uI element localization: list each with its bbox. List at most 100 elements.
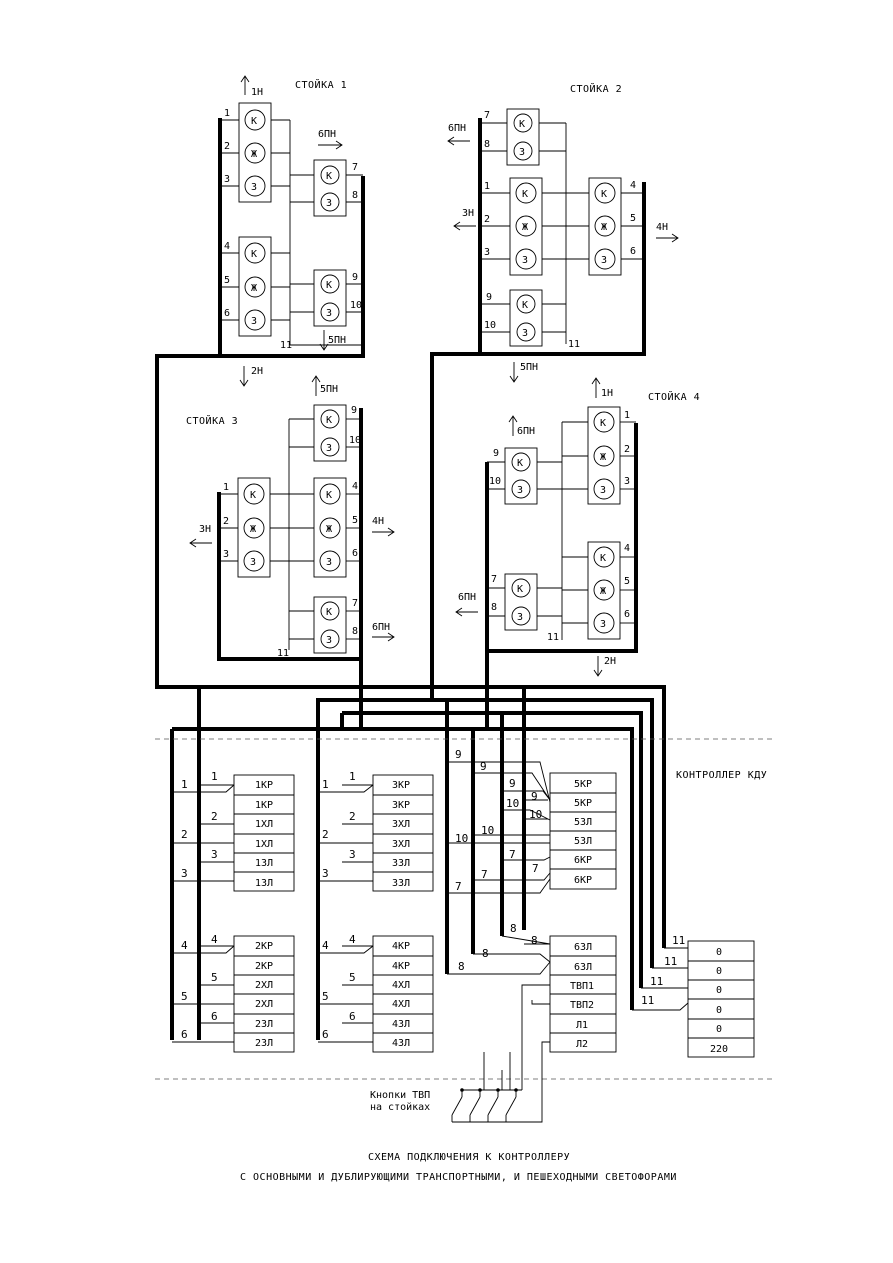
stoyka-4: СТОЙКА 4 1Н 6ПН К З 9 10 К Ж З 1 2 3 xyxy=(455,377,700,677)
svg-text:8: 8 xyxy=(491,602,497,613)
svg-text:6ПН: 6ПН xyxy=(458,592,476,603)
svg-text:11: 11 xyxy=(641,994,654,1007)
svg-text:8: 8 xyxy=(482,947,489,960)
dir-2n-label: 2Н xyxy=(251,366,263,377)
svg-text:Ж: Ж xyxy=(601,222,607,233)
svg-text:1: 1 xyxy=(211,770,218,783)
svg-text:10: 10 xyxy=(529,808,542,821)
svg-text:6ЗЛ: 6ЗЛ xyxy=(574,962,592,973)
controller-label: КОНТРОЛЛЕР КДУ xyxy=(676,770,767,781)
svg-text:4: 4 xyxy=(352,481,358,492)
svg-text:11: 11 xyxy=(650,975,663,988)
svg-text:З: З xyxy=(600,619,606,630)
svg-text:6ПН: 6ПН xyxy=(448,123,466,134)
caption-line-1: СХЕМА ПОДКЛЮЧЕНИЯ К КОНТРОЛЛЕРУ xyxy=(368,1152,570,1163)
svg-text:3: 3 xyxy=(624,476,630,487)
stoyka-4-title: СТОЙКА 4 xyxy=(648,390,700,403)
svg-text:Ж: Ж xyxy=(251,283,257,294)
svg-text:2: 2 xyxy=(223,516,229,527)
trunk-cables xyxy=(155,352,666,1040)
svg-text:10: 10 xyxy=(506,797,519,810)
svg-text:4Н: 4Н xyxy=(372,516,384,527)
svg-text:К: К xyxy=(251,249,257,260)
stoyka-3: СТОЙКА 3 5ПН К З 9 10 К Ж З 1 2 3 3Н xyxy=(186,375,395,661)
svg-text:4: 4 xyxy=(211,933,218,946)
svg-text:11: 11 xyxy=(672,934,685,947)
svg-text:2ХЛ: 2ХЛ xyxy=(255,999,273,1010)
svg-text:2ЗЛ: 2ЗЛ xyxy=(255,1019,273,1030)
svg-text:4: 4 xyxy=(181,939,188,952)
svg-text:9: 9 xyxy=(480,760,487,773)
svg-text:5: 5 xyxy=(224,275,230,286)
svg-text:на стойках: на стойках xyxy=(370,1101,430,1113)
svg-text:З: З xyxy=(326,635,332,646)
svg-text:З: З xyxy=(326,198,332,209)
svg-text:1: 1 xyxy=(181,778,188,791)
svg-text:З: З xyxy=(326,443,332,454)
svg-text:3: 3 xyxy=(484,247,490,258)
svg-text:8: 8 xyxy=(531,934,538,947)
svg-text:З: З xyxy=(251,316,257,327)
svg-text:3: 3 xyxy=(181,867,188,880)
svg-text:1: 1 xyxy=(223,482,229,493)
svg-text:4ХЛ: 4ХЛ xyxy=(392,999,410,1010)
svg-text:0: 0 xyxy=(716,985,722,996)
svg-text:8: 8 xyxy=(484,139,490,150)
svg-text:8: 8 xyxy=(352,190,358,201)
svg-text:З: З xyxy=(251,182,257,193)
svg-text:9: 9 xyxy=(509,777,516,790)
svg-text:Ж: Ж xyxy=(600,586,606,597)
svg-text:Ж: Ж xyxy=(251,149,257,160)
dir-1n-label: 1Н xyxy=(251,87,263,98)
svg-text:2: 2 xyxy=(349,810,356,823)
svg-text:10: 10 xyxy=(484,320,496,331)
svg-text:К: К xyxy=(326,280,332,291)
svg-text:6: 6 xyxy=(630,246,636,257)
svg-text:11: 11 xyxy=(280,340,292,351)
svg-text:3ХЛ: 3ХЛ xyxy=(392,819,410,830)
svg-text:2: 2 xyxy=(181,828,188,841)
svg-text:К: К xyxy=(600,553,606,564)
svg-text:2ЗЛ: 2ЗЛ xyxy=(255,1038,273,1049)
dir-6pn-label: 6ПН xyxy=(318,129,336,140)
svg-text:7: 7 xyxy=(455,880,462,893)
svg-text:К: К xyxy=(519,119,525,130)
svg-text:Ж: Ж xyxy=(600,452,606,463)
svg-text:10: 10 xyxy=(349,435,361,446)
svg-text:8: 8 xyxy=(510,922,517,935)
svg-text:3: 3 xyxy=(224,174,230,185)
svg-text:4: 4 xyxy=(322,939,329,952)
svg-text:К: К xyxy=(522,189,528,200)
svg-text:1: 1 xyxy=(624,410,630,421)
svg-text:4ЗЛ: 4ЗЛ xyxy=(392,1038,410,1049)
svg-text:7: 7 xyxy=(491,574,497,585)
svg-text:З: З xyxy=(517,612,523,623)
svg-text:5КР: 5КР xyxy=(574,798,592,809)
svg-text:6: 6 xyxy=(624,609,630,620)
svg-text:9: 9 xyxy=(486,292,492,303)
svg-text:З: З xyxy=(519,147,525,158)
svg-text:К: К xyxy=(600,418,606,429)
svg-text:6КР: 6КР xyxy=(574,855,592,866)
svg-text:11: 11 xyxy=(277,648,289,659)
svg-text:5: 5 xyxy=(624,576,630,587)
svg-text:2: 2 xyxy=(224,141,230,152)
svg-text:5ПН: 5ПН xyxy=(320,384,338,395)
svg-text:К: К xyxy=(601,189,607,200)
svg-text:1КР: 1КР xyxy=(255,800,273,811)
svg-text:0: 0 xyxy=(716,1024,722,1035)
svg-text:7: 7 xyxy=(509,848,516,861)
svg-text:11: 11 xyxy=(664,955,677,968)
svg-text:7: 7 xyxy=(352,162,358,173)
svg-text:0: 0 xyxy=(716,947,722,958)
svg-text:6ЗЛ: 6ЗЛ xyxy=(574,942,592,953)
svg-text:К: К xyxy=(251,116,257,127)
svg-text:3: 3 xyxy=(322,867,329,880)
svg-text:К: К xyxy=(326,415,332,426)
svg-text:3КР: 3КР xyxy=(392,780,410,791)
svg-text:ТВП2: ТВП2 xyxy=(570,1000,594,1011)
svg-text:10: 10 xyxy=(481,824,494,837)
